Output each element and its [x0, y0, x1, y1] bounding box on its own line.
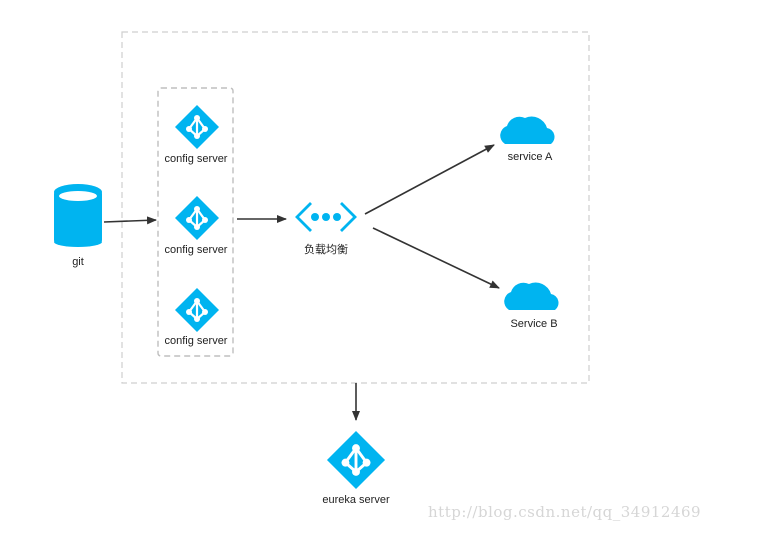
service-b-cloud-icon: [504, 282, 559, 310]
config-server-1-label: config server: [164, 153, 228, 165]
service-b-label: Service B: [510, 318, 558, 330]
arrow-git-to-config: [103, 216, 157, 225]
config-server-3-label: config server: [164, 335, 228, 347]
git-label: git: [72, 256, 84, 268]
config-server-2-label: config server: [164, 244, 228, 256]
eureka-server-label: eureka server: [322, 494, 390, 506]
arrow-load-balancer-to-service-b: [372, 227, 500, 289]
load-balancer-icon: [295, 202, 357, 232]
arrow-load-balancer-to-service-a: [364, 144, 495, 215]
database-icon: [54, 184, 102, 247]
load-balancer-label: 负载均衡: [304, 244, 348, 256]
config-server-1-icon: [173, 103, 221, 151]
service-a-label: service A: [507, 151, 553, 163]
config-cluster-boundary: [157, 87, 234, 357]
watermark: http://blog.csdn.net/qq_34912469: [428, 503, 702, 521]
service-a-cloud-icon: [500, 116, 555, 144]
eureka-icon: [325, 429, 387, 491]
config-server-3-icon: [173, 286, 221, 334]
config-server-2-icon: [173, 194, 221, 242]
